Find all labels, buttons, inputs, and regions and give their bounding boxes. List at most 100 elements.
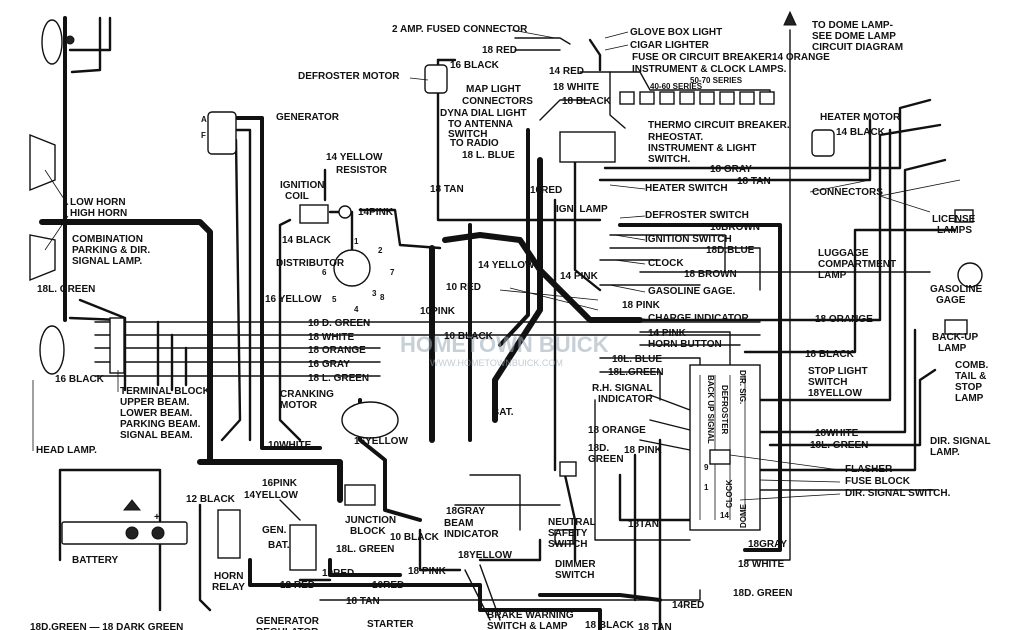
battery-plus-label: + [154, 512, 160, 523]
label-fuse-block: FUSE BLOCK [845, 476, 911, 487]
label-18gray-a: 18 GRAY [710, 164, 752, 175]
fb-dome-label: DOME [739, 503, 748, 528]
label-14pink-a: 14PINK [358, 207, 394, 218]
watermark-sub: WWW.HOMETOWNBUICK.COM [430, 358, 563, 368]
label-18yellow-a: 18YELLOW [808, 388, 862, 399]
gasoline-gage-symbol [957, 262, 983, 288]
label-to-radio: TO RADIO [450, 138, 499, 149]
label-18white-d: 18 WHITE [738, 559, 784, 570]
label-upper-beam: UPPER BEAM. [120, 397, 190, 408]
labels: 2 AMP. FUSED CONNECTOR GLOVE BOX LIGHT C… [30, 20, 991, 630]
watermark: HOMETOWN BUICK WWW.HOMETOWNBUICK.COM [400, 332, 609, 368]
defroster-motor-symbol [424, 64, 448, 94]
label-12red: 12 RED [280, 580, 315, 591]
label-18pink-a: 18 PINK [622, 300, 661, 311]
label-10red-a: 10RED [530, 185, 562, 196]
label-10red-b: 10 RED [446, 282, 481, 293]
label-16yellow-b: 16YELLOW [354, 436, 408, 447]
label-14yellow-c: 14YELLOW [244, 490, 298, 501]
dome-lamp-arrow [783, 10, 797, 26]
label-18brown: 18 BROWN [684, 269, 737, 280]
label-14red-a: 14 RED [549, 66, 584, 77]
label-10black-a: 10 BLACK [444, 331, 494, 342]
label-generator: GENERATOR [276, 112, 340, 123]
label-18dblue: 18D.BLUE [706, 245, 755, 256]
high-horn-symbol [29, 234, 56, 282]
label-fuse-breaker: FUSE OR CIRCUIT BREAKER. [632, 52, 775, 63]
ground-arrow [122, 499, 142, 511]
label-clock: CLOCK [648, 258, 684, 269]
label-legend: 18D.GREEN — 18 DARK GREEN [30, 622, 183, 630]
battery-symbol [61, 521, 188, 545]
label-dir-signal-switch: DIR. SIGNAL SWITCH. [845, 488, 951, 499]
label-flasher: FLASHER [845, 464, 893, 475]
label-18lgreen-e: 18L. GREEN [336, 544, 394, 555]
horn-relay-symbol [217, 509, 241, 559]
label-ign-lamp: IGN. LAMP [556, 204, 608, 215]
label-18white-b: 18 WHITE [308, 332, 354, 343]
label-lower-beam: LOWER BEAM. [120, 408, 192, 419]
label-18yellow-b: 18YELLOW [458, 550, 512, 561]
label-charge-indicator: CHARGE INDICATOR [648, 313, 750, 324]
label-18lgreen-a: 18L. GREEN [37, 284, 95, 295]
battery-pos-terminal [151, 526, 165, 540]
label-bat-b: BAT. [268, 540, 290, 551]
label-18dgreen-c: 18D. GREEN [733, 588, 792, 599]
label-to-antenna: TO ANTENNA [448, 119, 513, 130]
label-series-5070: 50-70 SERIES [690, 76, 743, 85]
label-gen: GEN. [262, 525, 287, 536]
label-high-horn: HIGH HORN [70, 208, 127, 219]
fb-backup-label: BACK UP SIGNAL [706, 375, 715, 444]
license-lamp-symbol [954, 209, 974, 223]
label-horn-button: HORN BUTTON [648, 339, 722, 350]
label-gasoline-gage: GASOLINE GAGE. [648, 286, 735, 297]
label-10pink: 10PINK [420, 306, 456, 317]
label-14pink-b: 14 PINK [560, 271, 599, 282]
ignition-coil-symbol [299, 204, 329, 224]
label-defroster-switch: DEFROSTER SWITCH [645, 210, 749, 221]
label-ignition-switch: IGNITION SWITCH [645, 234, 732, 245]
label-18orange-c: 18 ORANGE [588, 425, 646, 436]
label-18white-a: 18 WHITE [553, 82, 599, 93]
cranking-motor-symbol [341, 401, 399, 439]
label-defroster-motor: DEFROSTER MOTOR [298, 71, 400, 82]
dimmer-switch-symbol [554, 529, 574, 545]
fb-14-label: 14 [720, 511, 729, 520]
components [29, 10, 983, 571]
label-12black: 12 BLACK [186, 494, 236, 505]
label-dyna-dial: DYNA DIAL LIGHT [440, 108, 527, 119]
label-18lgreen-c: 18 L. GREEN [308, 373, 369, 384]
label-18lgreen-d: 18L. GREEN [810, 440, 868, 451]
label-18black-r: 18 BLACK [805, 349, 855, 360]
label-18dgreen-a: 18 D. GREEN [308, 318, 370, 329]
dist-num-4: 4 [354, 305, 359, 314]
label-signal-beam: SIGNAL BEAM. [120, 430, 193, 441]
label-18tan-a: 18 TAN [430, 184, 464, 195]
label-14yellow-a: 14 YELLOW [326, 152, 383, 163]
wiring-harness [39, 16, 957, 630]
label-18lgreen-b: 18L.GREEN [608, 367, 664, 378]
label-connectors-b: CONNECTORS [812, 187, 883, 198]
label-bat-a: BAT. [492, 407, 514, 418]
label-distributor: DISTRIBUTOR [276, 258, 345, 269]
dist-num-2: 2 [378, 246, 383, 255]
label-16yellow: 16 YELLOW [265, 294, 322, 305]
watermark-main: HOMETOWN BUICK [400, 332, 609, 357]
resistor-symbol [338, 205, 352, 219]
label-18dgreen-b: 18D.GREEN [588, 443, 624, 465]
dist-num-7: 7 [390, 268, 395, 277]
label-18black-b: 18 BLACK [585, 620, 635, 630]
label-connectors-a: CONNECTORS [462, 96, 533, 107]
instrument-switch-symbol [559, 131, 616, 163]
label-16gray: 16 GRAY [308, 359, 350, 370]
